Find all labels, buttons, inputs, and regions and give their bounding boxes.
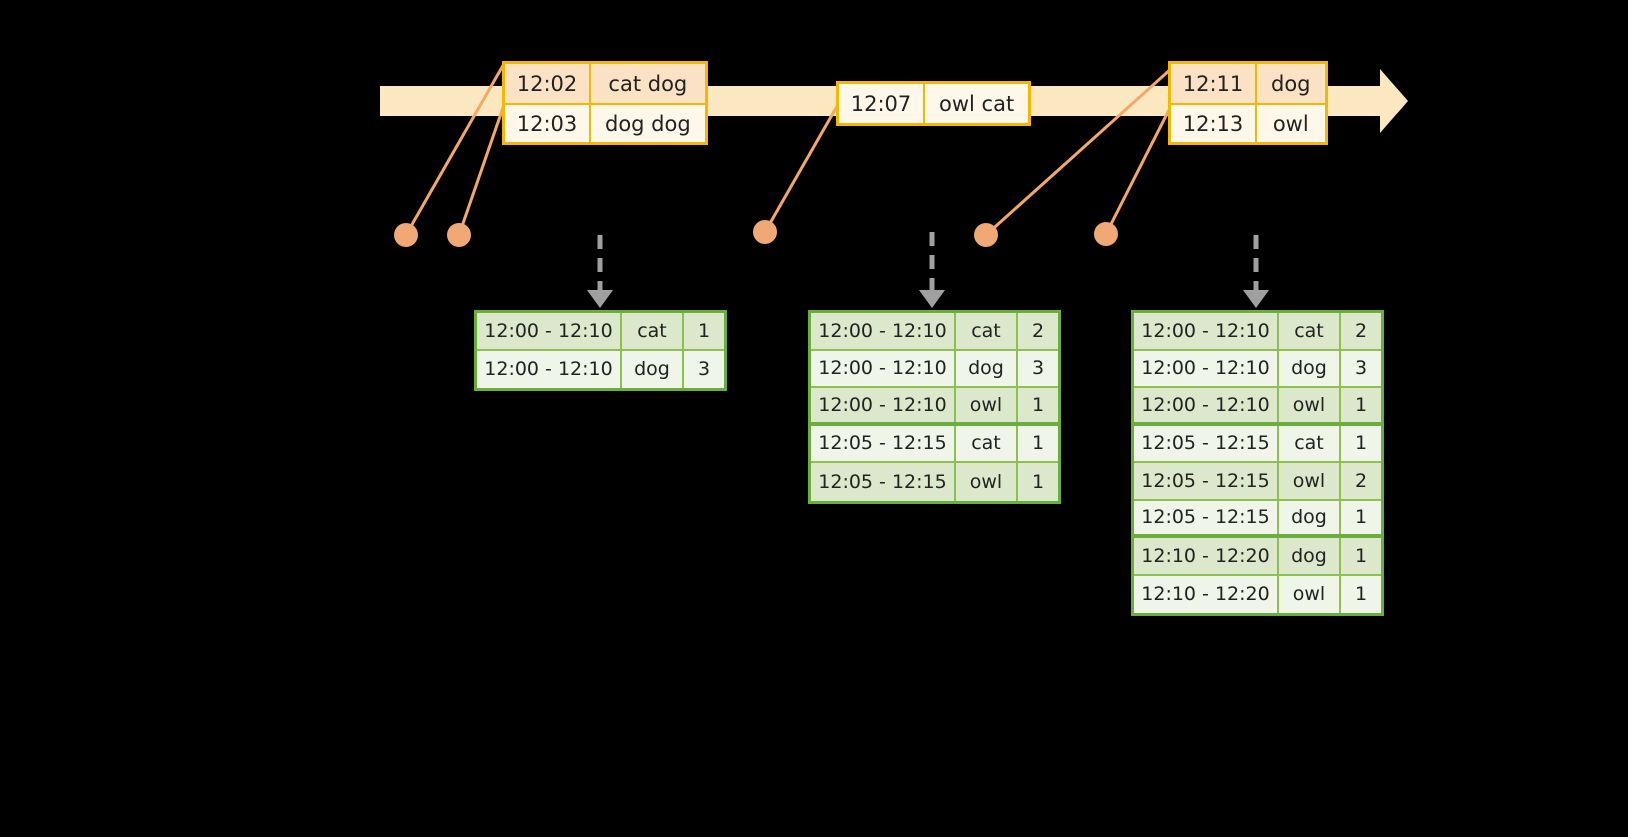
event-dots (394, 220, 1118, 247)
dashed-arrows (587, 232, 1269, 308)
count-cell: 1 (1354, 544, 1368, 567)
window-cell: 12:00 - 12:10 (1134, 313, 1279, 349)
event-group-3[interactable]: 12:11 dog 12:13 owl (1168, 61, 1328, 145)
key-cell: cat (1279, 425, 1341, 461)
key-cell: dog (622, 350, 684, 388)
event-row[interactable]: 12:11 dog (1171, 64, 1325, 103)
dashed-arrow-to-table-2-head-icon (919, 290, 945, 308)
count-cell: 1 (1031, 470, 1045, 493)
key-cell: dog (956, 350, 1018, 386)
key-cell: dog (1279, 500, 1341, 534)
count-cell: 1 (1031, 393, 1045, 416)
event-dot-1202-a (394, 223, 418, 247)
event-group-1[interactable]: 12:02 cat dog 12:03 dog dog (502, 61, 708, 145)
event-words: dog dog (605, 111, 691, 136)
count-cell: 3 (1031, 357, 1045, 380)
key-cell: owl (1279, 388, 1341, 422)
connector-1207 (763, 100, 842, 233)
event-row[interactable]: 12:13 owl (1171, 103, 1325, 142)
key-cell: cat (956, 425, 1018, 461)
connector-1213 (1104, 103, 1174, 235)
count-cell: 3 (697, 358, 711, 381)
key-cell: dog (1279, 350, 1341, 386)
count-cell: 1 (697, 319, 711, 342)
event-time: 12:13 (1171, 105, 1257, 142)
window-cell: 12:05 - 12:15 (811, 425, 956, 461)
event-time: 12:02 (505, 64, 591, 103)
window-cell: 12:00 - 12:10 (811, 388, 956, 422)
window-cell: 12:05 - 12:15 (1134, 463, 1279, 499)
key-cell: cat (956, 313, 1018, 349)
key-cell: dog (1279, 538, 1341, 574)
window-cell: 12:00 - 12:10 (477, 313, 622, 349)
event-row[interactable]: 12:02 cat dog (505, 64, 705, 103)
key-cell: owl (956, 463, 1018, 501)
event-words: owl (1272, 111, 1309, 136)
event-dot-1213 (1094, 222, 1118, 246)
count-cell: 1 (1354, 432, 1368, 455)
count-cell: 2 (1354, 469, 1368, 492)
event-words: dog (1271, 71, 1311, 96)
key-cell: cat (622, 313, 684, 349)
connector-1202 (404, 61, 507, 236)
window-cell: 12:00 - 12:10 (1134, 388, 1279, 422)
count-cell: 1 (1354, 393, 1368, 416)
event-dot-1211 (974, 223, 998, 247)
window-cell: 12:00 - 12:10 (811, 313, 956, 349)
event-dot-1207 (753, 220, 777, 244)
count-cell: 1 (1354, 583, 1368, 606)
window-cell: 12:00 - 12:10 (811, 350, 956, 386)
connector-1203 (457, 101, 507, 236)
event-words: owl cat (939, 91, 1015, 116)
stream-direction-arrow-icon (1380, 69, 1408, 133)
window-cell: 12:00 - 12:10 (477, 350, 622, 388)
window-cell: 12:05 - 12:15 (811, 463, 956, 501)
dashed-arrow-to-table-1-head-icon (587, 290, 613, 308)
window-cell: 12:05 - 12:15 (1134, 500, 1279, 534)
event-row[interactable]: 12:03 dog dog (505, 103, 705, 142)
event-time: 12:11 (1171, 64, 1257, 103)
window-cell: 12:10 - 12:20 (1134, 538, 1279, 574)
event-words: cat dog (608, 71, 688, 96)
event-row[interactable]: 12:07 owl cat (839, 84, 1028, 123)
key-cell: owl (1279, 575, 1341, 613)
window-cell: 12:10 - 12:20 (1134, 575, 1279, 613)
key-cell: cat (1279, 313, 1341, 349)
event-group-2[interactable]: 12:07 owl cat (836, 81, 1032, 126)
count-cell: 1 (1354, 506, 1368, 529)
count-cell: 1 (1031, 432, 1045, 455)
window-cell: 12:00 - 12:10 (1134, 350, 1279, 386)
key-cell: owl (1279, 463, 1341, 499)
count-cell: 2 (1031, 319, 1045, 342)
count-cell: 2 (1354, 319, 1368, 342)
event-time: 12:07 (839, 84, 925, 123)
count-cell: 3 (1354, 357, 1368, 380)
window-cell: 12:05 - 12:15 (1134, 425, 1279, 461)
event-dot-1203-b (447, 223, 471, 247)
event-time: 12:03 (505, 105, 591, 142)
key-cell: owl (956, 388, 1018, 422)
dashed-arrow-to-table-3-head-icon (1243, 290, 1269, 308)
